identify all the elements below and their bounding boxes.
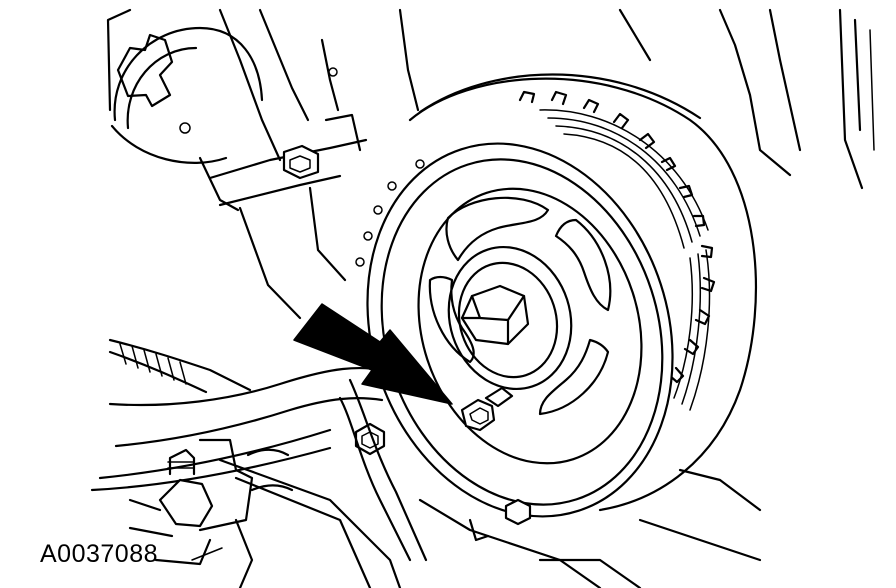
- sway-link: [128, 438, 402, 588]
- timing-cover-cap: [110, 26, 264, 212]
- damper-bolt: [460, 386, 514, 432]
- bracket: [208, 38, 368, 320]
- bracket-bolt: [282, 144, 320, 180]
- lower-right-structure: [418, 468, 762, 588]
- pointer-arrow: [293, 303, 453, 405]
- figure-id-label: A0037088: [40, 540, 159, 568]
- timing-marks: [355, 159, 425, 267]
- crankshaft-pulley: [355, 73, 758, 518]
- lower-hoses: [90, 338, 428, 562]
- bottom-bolt: [504, 498, 532, 526]
- crankshaft-bolt: [460, 284, 530, 346]
- figure-id-leader: [191, 547, 223, 561]
